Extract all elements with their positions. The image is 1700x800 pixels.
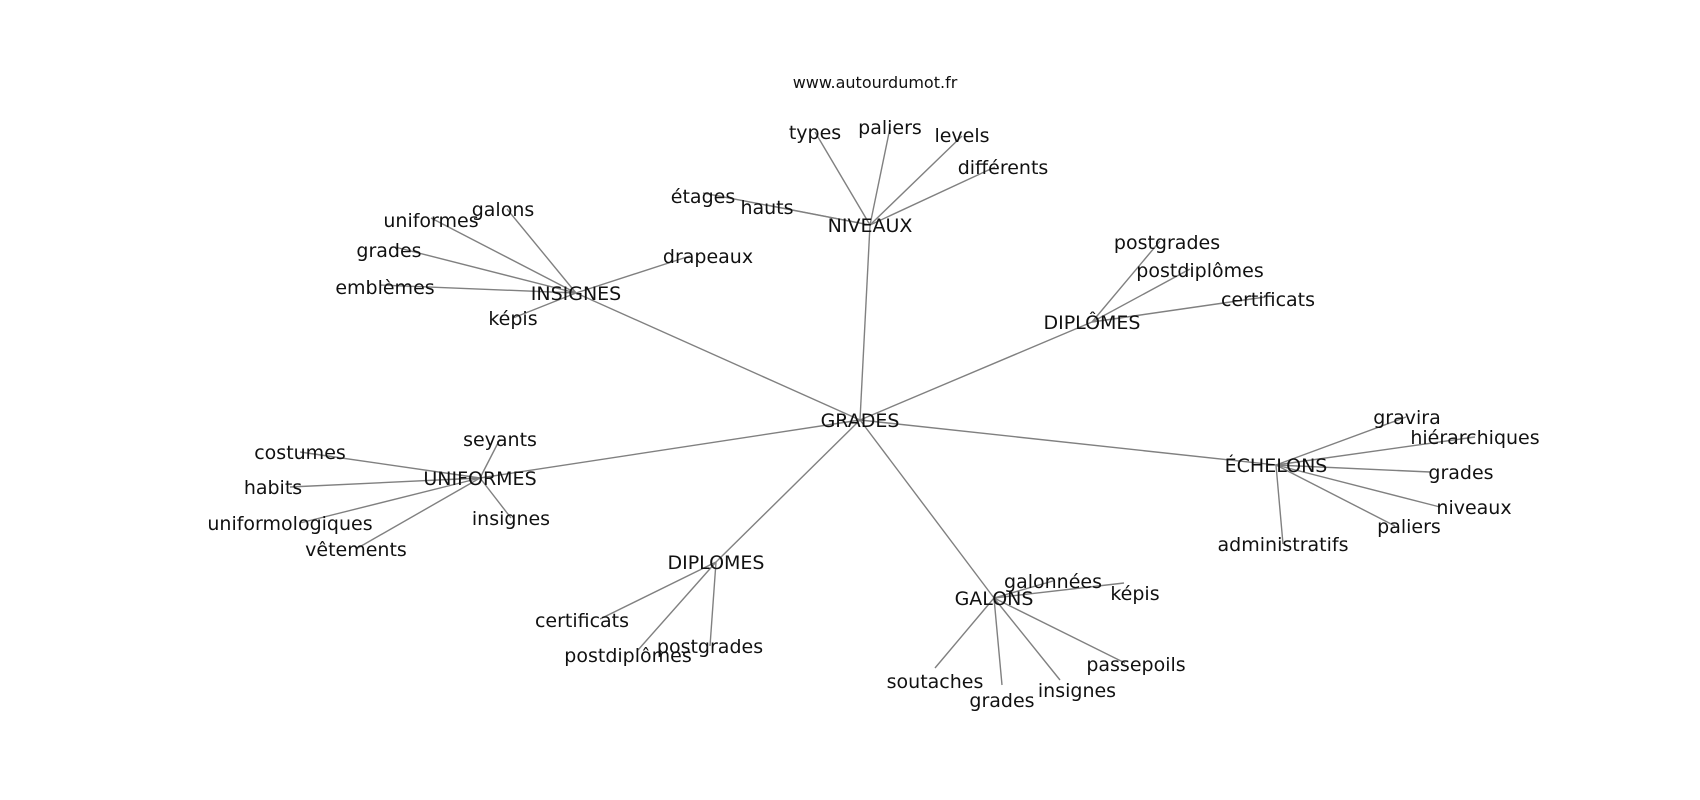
leaf-node-uniformes-habits: habits <box>244 477 302 499</box>
edge-uniformes-insignes <box>479 477 512 519</box>
edge-diplomes-postgrades <box>709 561 717 647</box>
edge-insignes-grades <box>394 246 577 294</box>
cluster-node-echelons: ÉCHELONS <box>1225 454 1328 477</box>
cluster-node-niveaux: NIVEAUX <box>828 215 913 237</box>
leaf-node-echelons-niveaux: niveaux <box>1436 497 1511 519</box>
leaf-node-uniformes-costumes: costumes <box>254 442 346 464</box>
edge-niveaux-levels <box>869 135 963 226</box>
edge-diplomes-certificats <box>1091 296 1266 323</box>
leaf-node-diplomes-certificats: certificats <box>1221 289 1315 311</box>
cluster-node-insignes: INSIGNES <box>531 283 621 305</box>
leaf-node-niveaux-types: types <box>789 122 841 144</box>
edge-center-uniformes <box>479 419 861 479</box>
leaf-node-echelons-paliers: paliers <box>1377 516 1441 538</box>
edge-uniformes-uniformologiques <box>299 477 481 524</box>
edge-galons-passepoils <box>993 597 1126 664</box>
edge-diplomes-certificats <box>599 561 717 620</box>
edge-galons-soutaches <box>934 597 995 669</box>
edge-echelons-grades <box>1275 464 1431 473</box>
leaf-node-insignes-uniformes: uniformes <box>383 210 478 232</box>
edge-center-diplomes <box>715 419 861 563</box>
edge-insignes-drapeaux <box>575 255 691 294</box>
leaf-node-uniformes-uniformologiques: uniformologiques <box>207 513 372 535</box>
edge-galons-kepis <box>993 582 1125 599</box>
leaf-node-galons-soutaches: soutaches <box>887 671 984 693</box>
edge-echelons-gravira <box>1275 416 1407 466</box>
leaf-node-diplomes-certificats: certificats <box>535 610 629 632</box>
cluster-node-diplomes: DIPLÔMES <box>1043 310 1140 334</box>
cluster-node-uniformes: UNIFORMES <box>423 468 536 490</box>
edge-diplomes-postdiplomes <box>637 561 717 651</box>
leaf-node-galons-galonnees: galonnées <box>1004 571 1102 593</box>
leaf-node-diplomes-postgrades: postgrades <box>657 636 763 658</box>
leaf-node-niveaux-levels: levels <box>934 125 989 147</box>
edge-galons-galonnees <box>993 580 1054 599</box>
edge-diplomes-postdiplomes <box>1091 268 1191 323</box>
leaf-node-niveaux-paliers: paliers <box>858 117 922 139</box>
edge-uniformes-habits <box>289 477 481 488</box>
leaf-node-echelons-grades: grades <box>1428 462 1493 484</box>
leaf-node-insignes-kepis: képis <box>488 308 537 330</box>
leaf-node-galons-kepis: képis <box>1110 583 1159 605</box>
labels: www.autourdumot.fr GRADES NIVEAUX types pal… <box>207 73 1539 712</box>
leaf-node-insignes-drapeaux: drapeaux <box>663 246 753 268</box>
edge-uniformes-vetements <box>355 477 481 550</box>
leaf-node-galons-grades: grades <box>969 690 1034 712</box>
edge-center-echelons <box>859 419 1277 466</box>
cluster-node-galons: GALONS <box>955 588 1034 610</box>
edge-niveaux-paliers <box>869 127 891 226</box>
leaf-node-uniformes-vetements: vêtements <box>305 539 407 561</box>
leaf-node-galons-passepoils: passepoils <box>1086 654 1185 676</box>
leaf-node-uniformes-insignes: insignes <box>472 508 550 530</box>
edge-niveaux-hauts <box>766 204 871 226</box>
center-node: GRADES <box>821 410 900 432</box>
edge-echelons-hierarchiques <box>1275 436 1476 466</box>
leaf-node-galons-insignes: insignes <box>1038 680 1116 702</box>
edge-diplomes-postgrades <box>1091 240 1161 323</box>
edge-center-insignes <box>575 292 861 421</box>
edge-galons-insignes <box>993 597 1061 681</box>
edge-insignes-emblemes <box>379 284 577 294</box>
edge-niveaux-differents <box>869 166 996 226</box>
leaf-node-echelons-gravira: gravira <box>1373 407 1441 429</box>
edge-niveaux-types <box>814 131 871 226</box>
leaf-node-insignes-emblemes: emblèmes <box>335 277 434 299</box>
leaf-node-niveaux-etages: étages <box>671 186 735 208</box>
edge-center-diplomes <box>859 321 1093 421</box>
edge-insignes-galons <box>506 208 577 294</box>
leaf-node-echelons-hierarchiques: hiérarchiques <box>1410 427 1539 449</box>
source-text: www.autourdumot.fr <box>793 73 958 92</box>
leaf-node-niveaux-hauts: hauts <box>740 197 793 219</box>
edge-insignes-kepis <box>512 292 577 319</box>
edge-center-niveaux <box>859 224 871 421</box>
edges <box>289 127 1476 686</box>
edge-center-galons <box>859 419 995 599</box>
leaf-node-insignes-grades: grades <box>356 240 421 262</box>
leaf-node-diplomes-postdiplomes: postdiplômes <box>564 645 691 667</box>
leaf-node-uniformes-seyants: seyants <box>463 429 537 451</box>
edge-insignes-uniformes <box>430 217 577 294</box>
edge-galons-grades <box>993 597 1003 686</box>
edge-echelons-paliers <box>1275 464 1396 527</box>
edge-uniformes-costumes <box>299 451 481 479</box>
edge-uniformes-seyants <box>479 438 501 479</box>
leaf-node-insignes-galons: galons <box>472 199 535 221</box>
edge-echelons-administratifs <box>1275 464 1284 545</box>
leaf-node-diplomes-postgrades: postgrades <box>1114 232 1220 254</box>
leaf-node-diplomes-postdiplomes: postdiplômes <box>1136 260 1263 282</box>
leaf-node-echelons-administratifs: administratifs <box>1218 534 1349 556</box>
edge-echelons-niveaux <box>1275 464 1441 508</box>
cluster-node-diplomes: DIPLOMES <box>667 552 764 574</box>
leaf-node-niveaux-differents: différents <box>958 157 1049 179</box>
